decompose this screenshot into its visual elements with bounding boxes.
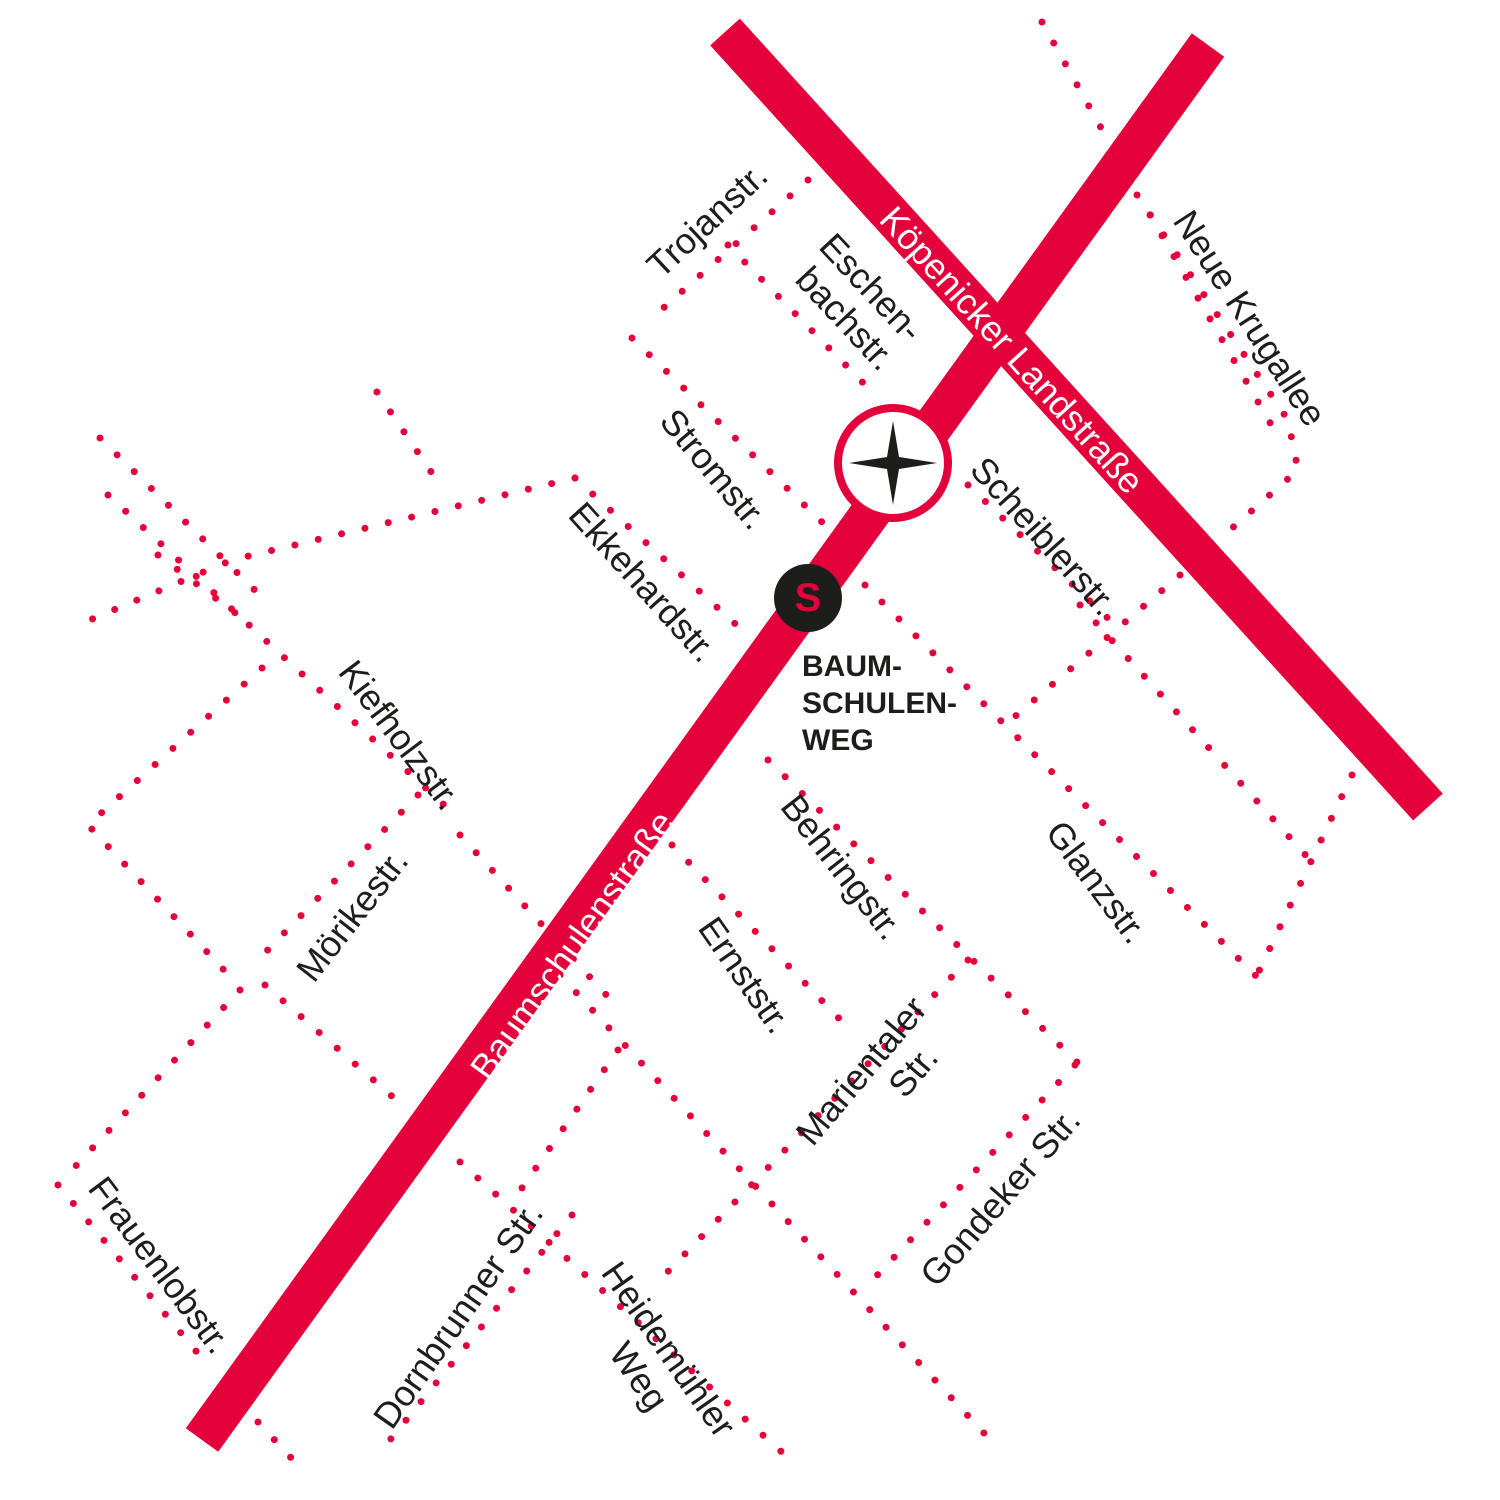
s-bahn-circle [774,564,842,632]
street-label-trojanstr: Trojanstr. [639,154,776,285]
side-streets [54,18,1356,1466]
street-label-heidemuehler-weg: Heidemühler Weg [561,1254,750,1476]
street-line [964,481,1119,629]
street-label-dornbrunner-str: Dornbrunner Str. [365,1194,551,1436]
street-line [386,1211,576,1444]
street-label-gondeker-str: Gondeker Str. [912,1100,1089,1295]
station-name-line: BAUM- [802,650,902,683]
street-label-glanzstr: Glanzstr. [1038,813,1156,951]
street-line [1146,211,1284,444]
street-label-marientaler-str: Marientaler Str. [787,981,971,1179]
street-line [1038,18,1109,139]
street-line [864,1061,1079,1289]
street-label-ernststr: Ernststr. [690,909,799,1041]
street-line [74,474,579,629]
street-line [254,791,422,964]
compass-star [849,421,937,505]
street-label-ekkehardstr: Ekkehardstr. [561,494,725,670]
station-name: BAUM- SCHULEN- WEG [802,650,965,757]
street-line [1001,571,1184,729]
street-line [651,956,972,1289]
koepenicker-landstrasse-road [710,18,1443,821]
baumschulenstrasse-label: Baumschulenstraße [462,803,683,1087]
street-labels: Trojanstr. Eschen- bachstr. Neue Krugall… [80,154,1335,1476]
street-line [373,388,442,486]
street-line [68,986,244,1174]
street-label-behringstr: Behringstr. [773,787,911,948]
street-line [861,581,1264,984]
street-label-stromstr: Stromstr. [652,401,776,538]
street-label-kiefholzstr: Kiefholzstr. [331,652,470,817]
street-line [83,664,266,989]
street-line [511,1046,622,1202]
compass-rose-icon [834,404,952,522]
street-line [254,1418,299,1466]
street-line [764,756,1084,1069]
street-line [628,334,829,529]
street-line [1076,601,1314,864]
street-line [456,1158,789,1459]
s-bahn-icon: S [774,564,842,632]
station-name-line: SCHULEN- [802,687,957,720]
s-bahn-letter: S [795,576,822,620]
street-line [456,831,624,1014]
street-line [1246,771,1356,994]
street-line [54,1181,214,1372]
street-line [154,551,242,619]
main-roads [185,18,1443,1452]
street-label-neue-krugallee: Neue Krugallee [1165,203,1335,433]
street-line [96,434,274,609]
street-label-frauenlobstr: Frauenlobstr. [80,1169,239,1361]
baumschulenstrasse-road [185,33,1225,1452]
station-name-line: WEG [802,724,874,757]
street-line [261,981,406,1109]
